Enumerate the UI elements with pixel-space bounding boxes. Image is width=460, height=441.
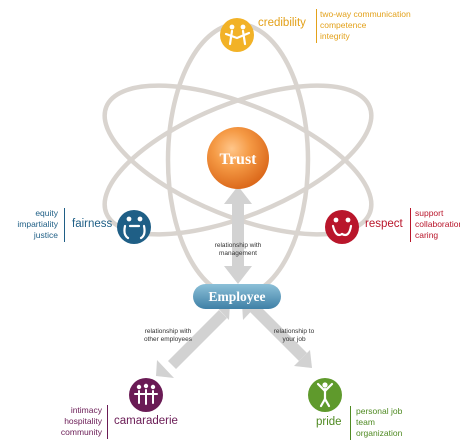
fairness-icon xyxy=(117,210,151,244)
management-arrow xyxy=(224,186,252,284)
employee-label: Employee xyxy=(209,289,266,304)
credibility-divider xyxy=(316,9,317,43)
relationship-job-label: relationship to your job xyxy=(273,328,315,343)
respect-items: support collaboration caring xyxy=(415,208,460,240)
camaraderie-icon xyxy=(129,378,163,412)
employee-pill: Employee xyxy=(193,284,281,309)
credibility-icon xyxy=(220,18,254,52)
pride-divider xyxy=(350,406,351,440)
camaraderie-items: intimacy hospitality community xyxy=(60,405,102,437)
respect-icon xyxy=(325,210,359,244)
credibility-items: two-way communication competence integri… xyxy=(320,9,411,41)
respect-label: respect xyxy=(365,218,403,230)
orbit-right-tilt xyxy=(102,83,374,237)
fairness-divider xyxy=(64,208,65,242)
trust-sphere: Trust xyxy=(207,127,269,189)
relationship-management-label: relationship with management xyxy=(214,242,262,257)
fairness-label: fairness xyxy=(72,218,113,230)
respect-divider xyxy=(410,208,411,242)
pride-icon xyxy=(308,378,342,412)
relationship-employees-label: relationship with other employees xyxy=(143,328,193,343)
pride-items: personal job team organization xyxy=(356,406,403,438)
fairness-items: equity impartiality justice xyxy=(17,208,58,240)
orbit-left-tilt xyxy=(102,83,374,237)
camaraderie-label: camaraderie xyxy=(114,415,178,427)
pride-label: pride xyxy=(316,416,342,428)
credibility-label: credibility xyxy=(258,17,306,29)
trust-label: Trust xyxy=(219,151,257,168)
camaraderie-divider xyxy=(107,405,108,439)
